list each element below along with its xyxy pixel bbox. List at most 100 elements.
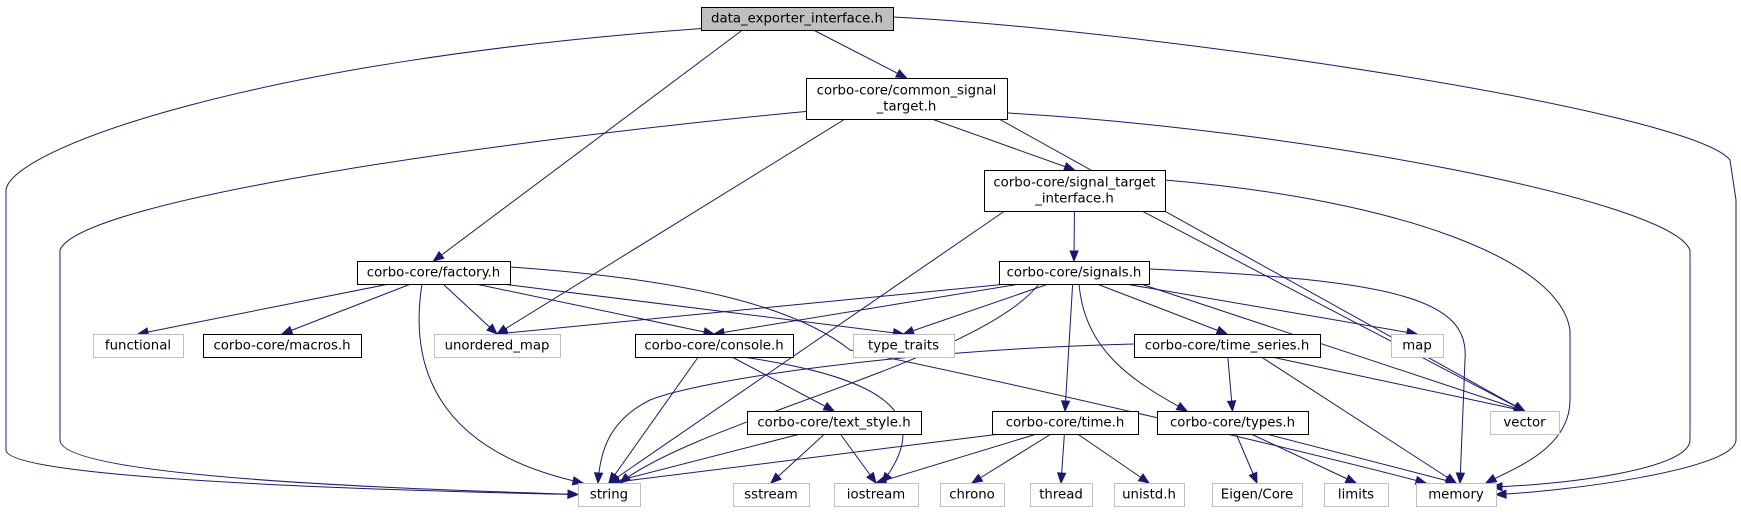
node-signals[interactable]: corbo-core/signals.h: [999, 261, 1150, 285]
node-macros[interactable]: corbo-core/macros.h: [203, 334, 362, 358]
edge-text_style-to-sstream: [770, 433, 825, 484]
edge-line: [1164, 179, 1571, 484]
edge-arrowhead: [1494, 489, 1507, 499]
edge-line: [742, 356, 904, 484]
node-type-traits: type_traits: [853, 334, 955, 358]
edge-arrowhead: [1137, 473, 1151, 484]
node-box: [1212, 483, 1303, 507]
node-common-signal-target[interactable]: corbo-core/common_signal_target.h: [806, 78, 1008, 120]
edge-arrowhead: [902, 326, 915, 336]
node-label: chrono: [949, 488, 995, 503]
edge-line: [496, 118, 846, 335]
node-box[interactable]: [203, 334, 362, 358]
edge-signal_target_interface-to-memory: [1164, 179, 1571, 484]
node-label: map: [1402, 339, 1432, 354]
node-vector: vector: [1490, 411, 1560, 435]
edge-signals-to-time: [1060, 283, 1074, 413]
edge-line: [1125, 283, 1418, 335]
edge-signals-to-types: [1078, 283, 1189, 412]
node-label: memory: [1428, 488, 1484, 503]
node-signal-target-interface[interactable]: corbo-core/signal_target_interface.h: [984, 170, 1166, 212]
edge-line: [931, 118, 1075, 171]
edge-arrowhead: [1484, 473, 1498, 484]
edge-line: [770, 433, 825, 484]
edge-factory-to-macros: [280, 283, 411, 335]
node-box: [1030, 483, 1093, 507]
edge-arrowhead: [280, 325, 294, 335]
edge-line: [1096, 283, 1228, 335]
node-box[interactable]: [747, 411, 922, 435]
node-string: string: [578, 483, 641, 507]
edge-factory-to-unordered_map: [442, 283, 498, 335]
edge-arrowhead: [822, 401, 836, 412]
node-box[interactable]: [806, 78, 1008, 120]
edge-line: [281, 283, 411, 335]
edges-layer: [5, 16, 1737, 499]
edge-line: [998, 118, 1525, 412]
edge-types-to-memory: [1265, 433, 1458, 485]
node-sstream: sstream: [733, 483, 810, 507]
node-label: corbo-core/factory.h: [367, 266, 500, 281]
node-label: corbo-core/time.h: [1006, 416, 1125, 431]
node-text-style[interactable]: corbo-core/text_style.h: [747, 411, 922, 435]
node-label: iostream: [847, 488, 905, 503]
edge-console-to-text_style: [731, 356, 836, 412]
edge-arrowhead: [567, 489, 580, 499]
node-label: vector: [1503, 416, 1546, 431]
edge-time_series-to-types: [1226, 356, 1237, 413]
node-box[interactable]: [999, 261, 1150, 285]
node-box[interactable]: [635, 334, 794, 358]
edge-line: [1078, 283, 1188, 412]
edge-line: [137, 283, 390, 335]
edge-signals-to-memory: [1148, 268, 1466, 485]
edge-arrowhead: [1069, 250, 1079, 263]
node-label: corbo-core/signals.h: [1007, 266, 1142, 281]
node-box[interactable]: [1157, 411, 1309, 435]
edge-line: [731, 356, 835, 412]
edge-signals-to-string: [618, 283, 1040, 484]
edge-signal_target_interface-to-vector: [1141, 210, 1526, 412]
edge-signals-to-map: [1125, 283, 1419, 337]
node-console[interactable]: corbo-core/console.h: [635, 334, 794, 358]
node-label: thread: [1039, 488, 1083, 503]
edge-line: [1265, 433, 1457, 484]
node-label: _target.h: [876, 100, 937, 115]
node-label: Eigen/Core: [1221, 488, 1293, 503]
edge-line: [1140, 283, 1525, 412]
node-box[interactable]: [992, 411, 1139, 435]
edge-line: [501, 283, 904, 335]
edge-arrowhead: [865, 471, 877, 485]
edge-arrowhead: [894, 68, 908, 79]
edge-signals-to-time_series: [1096, 283, 1229, 335]
node-box[interactable]: [357, 261, 511, 285]
edge-arrowhead: [1056, 472, 1067, 485]
node-box[interactable]: [984, 170, 1166, 212]
node-label: _interface.h: [1034, 192, 1114, 207]
edge-arrowhead: [1060, 400, 1071, 413]
edge-arrowhead: [1226, 400, 1237, 413]
edge-time-to-thread: [1056, 433, 1067, 485]
edge-line: [1006, 112, 1691, 488]
node-types[interactable]: corbo-core/types.h: [1157, 411, 1309, 435]
edge-types-to-limits: [1250, 433, 1358, 484]
node-factory[interactable]: corbo-core/factory.h: [357, 261, 511, 285]
node-box: [1324, 483, 1389, 507]
node-time-series[interactable]: corbo-core/time_series.h: [1134, 334, 1321, 358]
edge-line: [608, 433, 801, 484]
edge-line: [597, 343, 1135, 484]
edge-arrowhead: [1063, 162, 1076, 171]
node-box: [1490, 411, 1560, 435]
edge-factory-to-string: [418, 283, 585, 486]
edge-line: [813, 29, 907, 79]
node-label: type_traits: [868, 339, 939, 354]
node-label: sstream: [744, 488, 798, 503]
edge-arrowhead: [1344, 474, 1358, 484]
node-box: [940, 483, 1005, 507]
node-functional: functional: [93, 334, 184, 358]
node-time[interactable]: corbo-core/time.h: [992, 411, 1139, 435]
node-label: corbo-core/time_series.h: [1145, 339, 1310, 354]
edge-root-to-common_signal_target: [813, 29, 908, 79]
edge-line: [713, 283, 1021, 335]
node-box[interactable]: [1134, 334, 1321, 358]
edge-line: [5, 27, 710, 495]
